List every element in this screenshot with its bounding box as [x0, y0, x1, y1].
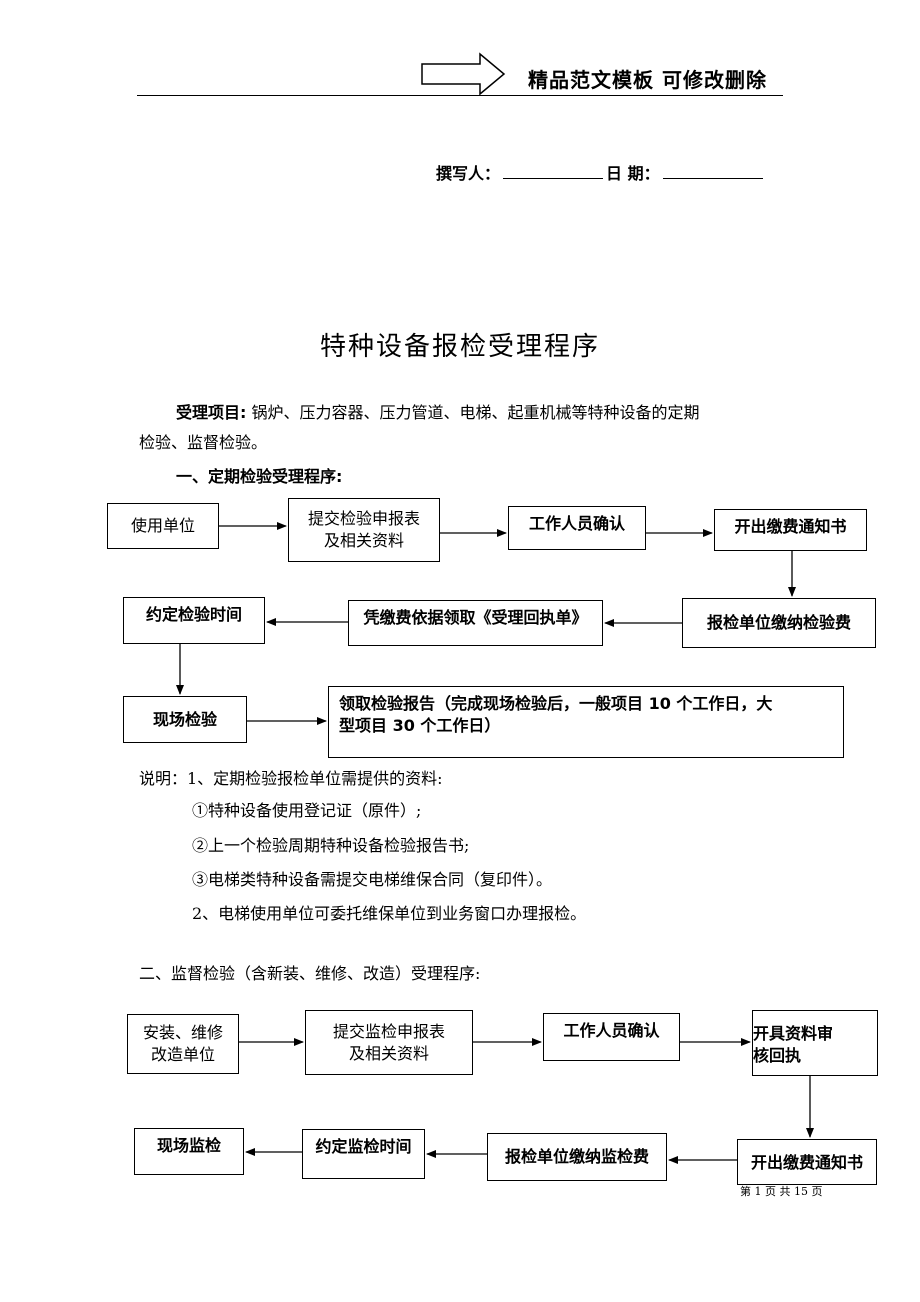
flow1-staff-confirm-label: 工作人员确认: [528, 514, 625, 533]
flow1-onsite-label: 现场检验: [152, 709, 217, 729]
flow2-onsite-box: 现场监检: [134, 1128, 244, 1175]
flow2-submit-line1: 提交监检申报表: [332, 1021, 445, 1041]
flow2-pay-fee-box: 报检单位缴纳监检费: [487, 1133, 667, 1181]
date-blank[interactable]: [662, 162, 763, 179]
flow1-use-unit-label: 使用单位: [130, 516, 195, 535]
section2-heading: 二、监督检验（含新装、维修、改造）受理程序:: [139, 964, 481, 983]
intro-line-2: 检验、监督检验。: [139, 433, 268, 452]
flow2-issue-fee-box: 开出缴费通知书: [737, 1139, 877, 1185]
flow1-issue-fee-label: 开出缴费通知书: [734, 517, 847, 536]
page-footer: 第 1 页 共 15 页: [740, 1185, 823, 1198]
flow1-onsite-box: 现场检验: [123, 696, 247, 743]
author-blank[interactable]: [503, 162, 604, 179]
header-divider: [137, 95, 783, 96]
flow2-install-line2: 改造单位: [150, 1045, 215, 1064]
flow1-report-line2: 型项目 30 个工作日）: [339, 716, 501, 735]
document-title: 特种设备报检受理程序: [319, 332, 600, 362]
date-label: 日 期：: [606, 164, 660, 183]
note-1a: ①特种设备使用登记证（原件）;: [192, 801, 422, 820]
author-label: 撰写人：: [436, 164, 501, 183]
flow2-staff-confirm-label: 工作人员确认: [563, 1021, 660, 1040]
flow2-schedule-label: 约定监检时间: [315, 1137, 412, 1156]
flow2-install-unit-box: 安装、维修 改造单位: [127, 1014, 239, 1074]
flow2-issue-review-line1: 开具资料审: [753, 1024, 834, 1043]
flow2-onsite-label: 现场监检: [156, 1136, 221, 1155]
flow2-schedule-box: 约定监检时间: [302, 1129, 425, 1179]
flow2-issue-fee-label: 开出缴费通知书: [750, 1153, 863, 1172]
intro-label: 受理项目:: [176, 403, 247, 422]
flow1-schedule-box: 约定检验时间: [123, 597, 265, 644]
header-arrow-icon: [421, 52, 506, 96]
author-date-line: 撰写人： 日 期：: [436, 160, 766, 184]
flow1-report-box: 领取检验报告（完成现场检验后，一般项目 10 个工作日，大 型项目 30 个工作…: [328, 686, 844, 758]
flow1-submit-box: 提交检验申报表 及相关资料: [288, 498, 440, 562]
flow2-issue-review-box: 开具资料审 核回执: [752, 1010, 878, 1076]
flow1-submit-line2: 及相关资料: [323, 531, 404, 550]
header-title: 精品范文模板 可修改删除: [528, 68, 767, 92]
flow2-staff-confirm-box: 工作人员确认: [543, 1013, 680, 1061]
flow1-pay-fee-box: 报检单位缴纳检验费: [682, 598, 876, 648]
flow1-submit-line1: 提交检验申报表: [307, 509, 420, 528]
flow2-submit-line2: 及相关资料: [348, 1043, 429, 1063]
flow2-issue-review-line2: 核回执: [753, 1046, 802, 1065]
flow1-receipt-box: 凭缴费依据领取《受理回执单》: [348, 600, 603, 646]
note-2: 2、电梯使用单位可委托维保单位到业务窗口办理报检。: [192, 904, 587, 923]
flow1-pay-fee-label: 报检单位缴纳检验费: [706, 613, 851, 632]
flow1-report-line1: 领取检验报告（完成现场检验后，一般项目 10 个工作日，大: [339, 694, 773, 713]
intro-paragraph: 受理项目: 锅炉、压力容器、压力管道、电梯、起重机械等特种设备的定期: [176, 399, 700, 427]
note-1: 说明：1、定期检验报检单位需提供的资料:: [139, 769, 443, 788]
flow2-install-line1: 安装、维修: [142, 1023, 223, 1042]
note-1c: ③电梯类特种设备需提交电梯维保合同（复印件）。: [192, 870, 553, 889]
flow1-staff-confirm-box: 工作人员确认: [508, 506, 646, 550]
flow2-pay-fee-label: 报检单位缴纳监检费: [504, 1147, 649, 1166]
note-1b: ②上一个检验周期特种设备检验报告书;: [192, 836, 470, 855]
flow1-receipt-label: 凭缴费依据领取《受理回执单》: [363, 608, 588, 627]
flow1-issue-fee-box: 开出缴费通知书: [714, 509, 867, 551]
section1-heading: 一、定期检验受理程序:: [176, 467, 343, 486]
flow1-schedule-label: 约定检验时间: [145, 605, 242, 624]
flow1-use-unit-box: 使用单位: [107, 503, 219, 549]
intro-line-1: 锅炉、压力容器、压力管道、电梯、起重机械等特种设备的定期: [251, 403, 700, 422]
flow2-submit-box: 提交监检申报表 及相关资料: [305, 1010, 473, 1075]
